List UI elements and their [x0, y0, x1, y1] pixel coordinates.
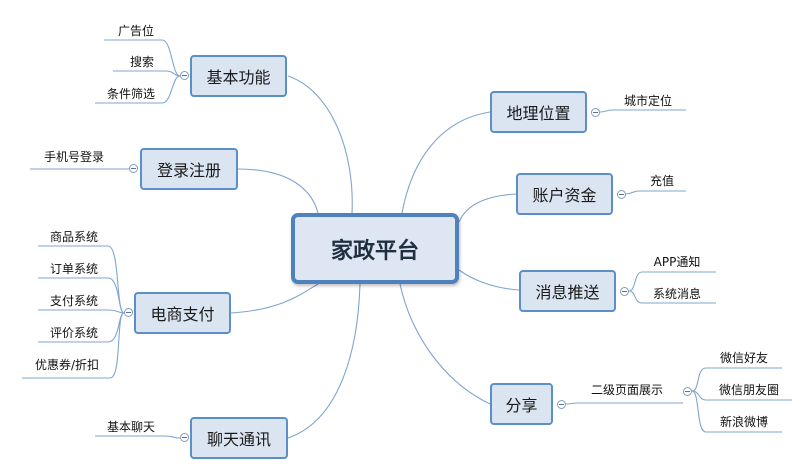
minus-circle-icon[interactable] — [124, 308, 133, 317]
branch-share[interactable]: 分享 — [490, 383, 553, 425]
link-root-login — [237, 168, 319, 214]
link-root-location — [401, 111, 491, 214]
branch-push-messages[interactable]: 消息推送 — [519, 270, 616, 312]
branch-basic-functions[interactable]: 基本功能 — [190, 55, 287, 97]
leaf-sina-weibo[interactable]: 新浪微博 — [719, 415, 768, 429]
link-push-app — [628, 271, 716, 292]
link-push-system — [628, 290, 716, 304]
minus-circle-icon[interactable] — [620, 287, 629, 296]
link-root-share — [399, 283, 491, 405]
branch-login-register[interactable]: 登录注册 — [140, 148, 238, 190]
share-sub-page-display[interactable]: 二级页面展示 — [590, 383, 663, 397]
link-ec-coupon — [22, 312, 125, 379]
branch-chat[interactable]: 聊天通讯 — [190, 417, 288, 459]
leaf-app-notification[interactable]: APP通知 — [653, 255, 701, 269]
link-root-basic — [287, 75, 353, 214]
leaf-wechat-moments[interactable]: 微信朋友圈 — [718, 383, 779, 397]
leaf-filter[interactable]: 条件筛选 — [106, 87, 155, 101]
leaf-wechat-friend[interactable]: 微信好友 — [719, 351, 768, 365]
link-account-recharge — [625, 190, 686, 195]
link-basic-search — [113, 70, 181, 77]
link-share-weibo — [691, 390, 782, 433]
link-root-account — [458, 193, 517, 223]
leaf-coupon-discount[interactable]: 优惠券/折扣 — [34, 358, 100, 372]
leaf-phone-login[interactable]: 手机号登录 — [43, 150, 104, 164]
link-share-moments — [691, 390, 792, 401]
minus-circle-icon[interactable] — [180, 433, 189, 442]
leaf-ad-slot[interactable]: 广告位 — [117, 24, 154, 38]
leaf-basic-chat[interactable]: 基本聊天 — [106, 420, 155, 434]
root-node[interactable]: 家政平台 — [291, 213, 459, 284]
minus-circle-icon[interactable] — [591, 108, 600, 117]
minus-circle-icon[interactable] — [683, 387, 692, 396]
link-root-chat — [287, 283, 361, 439]
leaf-order-system[interactable]: 订单系统 — [49, 262, 98, 276]
leaf-review-system[interactable]: 评价系统 — [49, 326, 98, 340]
link-root-ecommerce — [230, 283, 319, 314]
link-chat-basic — [95, 435, 181, 439]
link-root-push — [458, 269, 520, 291]
minus-circle-icon[interactable] — [180, 71, 189, 80]
leaf-product-system[interactable]: 商品系统 — [49, 230, 98, 244]
leaf-payment-system[interactable]: 支付系统 — [49, 294, 98, 308]
minus-circle-icon[interactable] — [617, 190, 626, 199]
branch-location[interactable]: 地理位置 — [490, 91, 587, 133]
link-location-city — [599, 109, 686, 113]
link-basic-filter — [95, 75, 181, 104]
link-share-sub — [565, 402, 683, 405]
link-ec-payment — [38, 309, 125, 314]
leaf-system-message[interactable]: 系统消息 — [652, 287, 701, 301]
link-ec-order — [38, 277, 125, 314]
branch-ecommerce-payment[interactable]: 电商支付 — [134, 292, 231, 334]
leaf-recharge[interactable]: 充值 — [649, 174, 674, 188]
minus-circle-icon[interactable] — [129, 164, 138, 173]
leaf-search[interactable]: 搜索 — [129, 55, 154, 69]
branch-account-funds[interactable]: 账户资金 — [516, 173, 613, 215]
leaf-city-location[interactable]: 城市定位 — [623, 94, 672, 108]
minus-circle-icon[interactable] — [557, 400, 566, 409]
link-share-wechat-friend — [691, 367, 782, 392]
link-basic-ad — [104, 39, 181, 77]
